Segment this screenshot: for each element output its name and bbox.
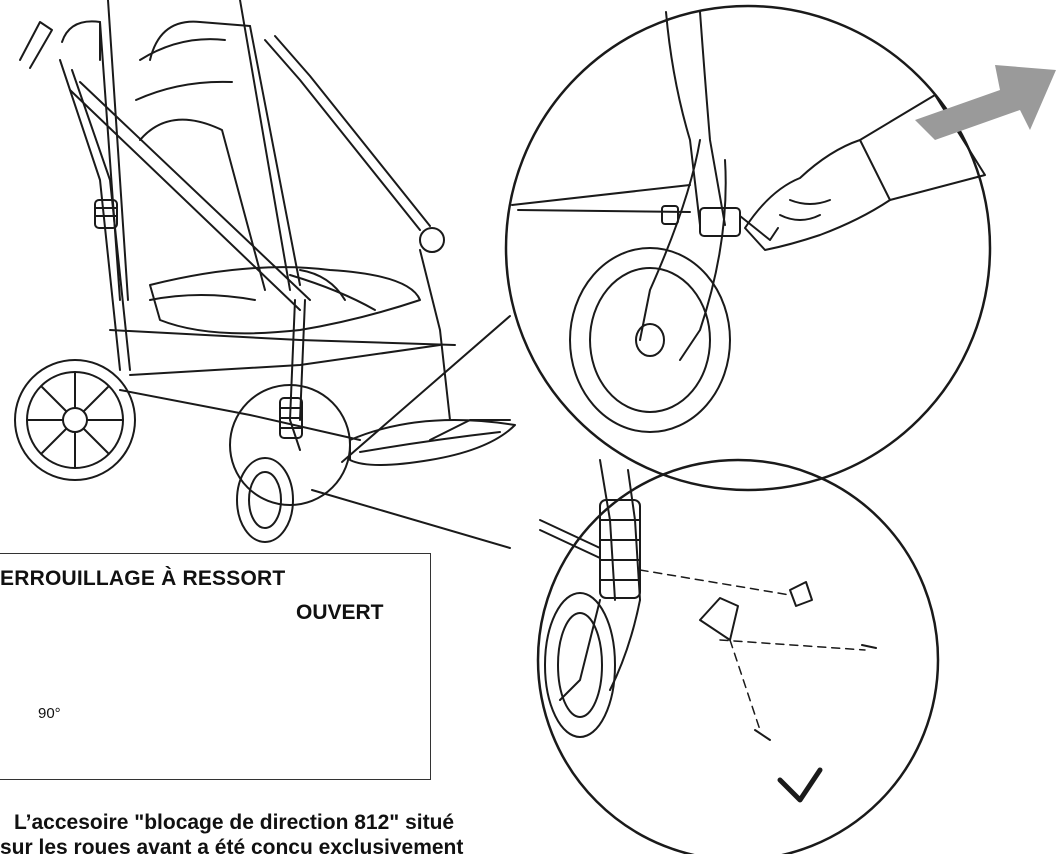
lower-detail-view [536, 458, 940, 854]
open-label: OUVERT [296, 601, 384, 624]
spring-lock-panel [0, 553, 431, 780]
spring-lock-title: ERROUILLAGE À RESSORT [0, 567, 286, 590]
pull-direction-arrow [915, 65, 1056, 140]
connector-line-lower [311, 489, 511, 549]
detail-marker-circle [229, 384, 351, 506]
upper-detail-view [504, 4, 992, 492]
instruction-caption: L’accesoire "blocage de direction 812" s… [0, 810, 464, 860]
stroller-drawing [14, 0, 516, 543]
connector-line-upper [341, 315, 511, 463]
caption-line-1: L’accesoire "blocage de direction 812" s… [14, 811, 455, 834]
caption-line-2: sur les roues avant a été concu exclusiv… [0, 836, 464, 859]
rotation-angle-label: 90° [38, 705, 61, 722]
